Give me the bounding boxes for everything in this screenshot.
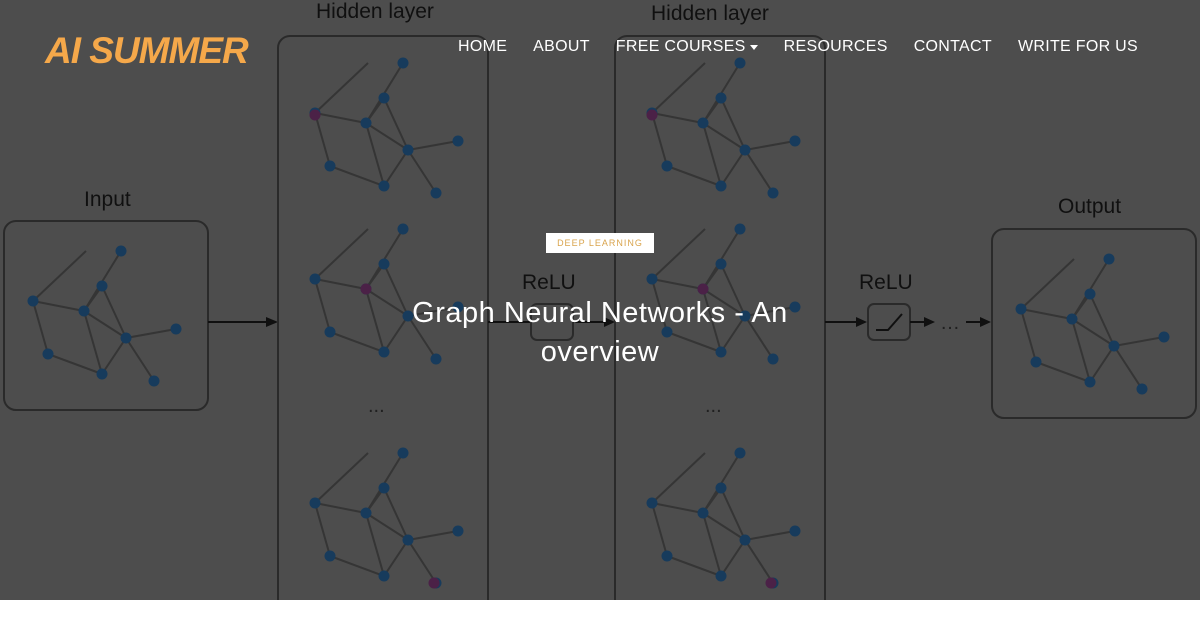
label-relu-1: ReLU: [522, 271, 576, 294]
hero-banner: Input Hidden layer ... ReLU Hidden layer…: [0, 0, 1200, 600]
chevron-down-icon: [749, 44, 758, 50]
label-input: Input: [84, 188, 131, 211]
svg-text:…: …: [940, 312, 960, 334]
input-box: [3, 220, 209, 411]
label-hidden-2: Hidden layer: [651, 2, 769, 25]
output-box: [991, 228, 1197, 419]
nav-free-courses[interactable]: FREE COURSES: [616, 38, 758, 56]
nav-contact[interactable]: CONTACT: [913, 38, 992, 55]
svg-text:...: ...: [368, 395, 385, 417]
svg-text:...: ...: [705, 395, 722, 417]
label-relu-2: ReLU: [859, 271, 913, 294]
gnn-diagram-image: Input Hidden layer ... ReLU Hidden layer…: [3, 0, 1197, 600]
page-title: Graph Neural Networks - An overview: [412, 297, 788, 368]
hidden-layer-2-box: [614, 35, 826, 600]
relu-2-box: [867, 303, 911, 341]
main-nav: HOME ABOUT FREE COURSES RESOURCES CONTAC…: [458, 38, 1138, 56]
nav-write-for-us[interactable]: WRITE FOR US: [1017, 38, 1138, 55]
hidden-layer-1-box: [277, 35, 489, 600]
nav-about[interactable]: ABOUT: [533, 38, 590, 55]
site-logo[interactable]: AI SUMMER: [45, 30, 249, 71]
input-graph: [26, 244, 183, 388]
nav-home[interactable]: HOME: [457, 38, 508, 55]
label-hidden-1: Hidden layer: [316, 0, 434, 23]
output-graph: [1014, 252, 1171, 396]
label-output: Output: [1058, 195, 1121, 218]
nav-resources[interactable]: RESOURCES: [783, 38, 888, 55]
category-tag[interactable]: DEEP LEARNING: [546, 233, 654, 253]
